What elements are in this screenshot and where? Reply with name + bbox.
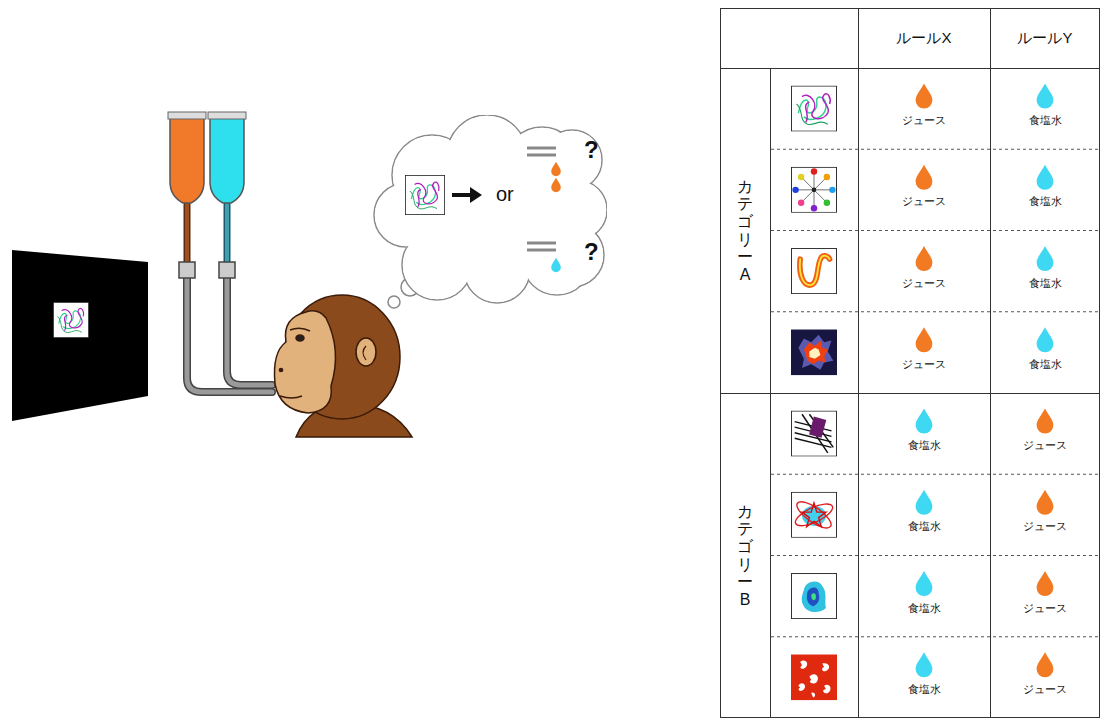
liquid-drop <box>916 408 933 433</box>
tubes <box>187 205 272 392</box>
cell-label: 食塩水 <box>1029 358 1062 370</box>
cell-label: ジュース <box>1023 602 1067 614</box>
row-separator <box>771 555 1100 556</box>
liquid-drop <box>916 246 933 271</box>
arrow <box>452 193 472 197</box>
cloud-shape <box>372 115 607 305</box>
stimulus-image <box>791 249 836 294</box>
cell-label: ジュース <box>1023 683 1067 695</box>
cell-label: 食塩水 <box>908 520 941 532</box>
cell-label: 食塩水 <box>908 602 941 614</box>
monitor-screen <box>12 250 148 421</box>
liquid-drop <box>551 258 561 272</box>
cloud-fill <box>405 157 575 273</box>
category-label: カテゴリーB <box>737 503 753 609</box>
spout <box>527 148 556 155</box>
row-separator <box>771 311 1100 312</box>
stimulus-image <box>791 654 837 700</box>
question-mark: ? <box>584 137 599 163</box>
liquid-drop <box>916 165 933 190</box>
cell-label: 食塩水 <box>1029 195 1062 207</box>
tube-connector <box>179 262 195 278</box>
stimulus-image <box>791 329 837 375</box>
liquid-drop <box>1037 571 1054 596</box>
table-rule <box>990 8 991 718</box>
stimulus-image <box>405 175 444 214</box>
cell-label: 食塩水 <box>908 683 941 695</box>
or-label: or <box>496 183 514 205</box>
liquid-drop <box>916 652 933 677</box>
row-separators <box>771 149 1100 637</box>
thought-cloud: or?? <box>372 115 607 305</box>
row-separator <box>771 474 1100 475</box>
cell-label: ジュース <box>902 195 946 207</box>
liquid-drop <box>916 490 933 515</box>
table-border <box>721 9 1100 718</box>
stimulus-image <box>791 492 836 537</box>
row-separator <box>771 636 1100 637</box>
column-header: ルールY <box>1017 30 1072 47</box>
liquid-drop <box>1037 165 1054 190</box>
liquid-drop <box>1037 327 1054 352</box>
stimulus-image <box>791 411 836 456</box>
stimulus-image <box>791 574 836 619</box>
liquid-drop <box>916 327 933 352</box>
cell-label: ジュース <box>902 277 946 289</box>
table-rule <box>720 393 1100 394</box>
liquid-drop <box>1037 408 1054 433</box>
cell-drops <box>791 83 1053 700</box>
monkey <box>274 295 412 437</box>
cell-label: ジュース <box>902 358 946 370</box>
bottle-rim <box>168 112 206 119</box>
liquid-drop <box>551 178 561 192</box>
question-mark: ? <box>584 239 599 265</box>
liquid-drop <box>551 162 561 176</box>
juice-bottle <box>170 118 204 203</box>
table-rule <box>770 68 771 718</box>
liquid-drop <box>1037 490 1054 515</box>
liquid-drop <box>1037 652 1054 677</box>
tube-connector <box>219 262 235 278</box>
table-rule <box>858 8 859 718</box>
row-separator <box>771 230 1100 231</box>
spout <box>527 243 556 250</box>
liquid-drop <box>1037 246 1054 271</box>
cell-label: ジュース <box>1023 520 1067 532</box>
stimulus-image <box>53 302 88 337</box>
cell-label: ジュース <box>902 114 946 126</box>
cell-label: 食塩水 <box>1029 114 1062 126</box>
cell-label: ジュース <box>1023 439 1067 451</box>
thought-bubble <box>388 296 400 308</box>
liquid-drop <box>916 571 933 596</box>
arrow-head <box>470 187 482 203</box>
saline-bottle <box>210 118 244 203</box>
bottle-rim <box>208 112 246 119</box>
cell-label: 食塩水 <box>1029 277 1062 289</box>
stimulus-image <box>791 86 836 131</box>
row-separator <box>771 149 1100 150</box>
table-rule <box>720 68 1100 69</box>
liquid-drop <box>1037 83 1054 108</box>
liquid-drop <box>916 83 933 108</box>
cell-label: 食塩水 <box>908 439 941 451</box>
category-label: カテゴリーA <box>737 178 753 284</box>
stimulus-image <box>791 167 836 212</box>
column-header: ルールX <box>896 30 951 47</box>
